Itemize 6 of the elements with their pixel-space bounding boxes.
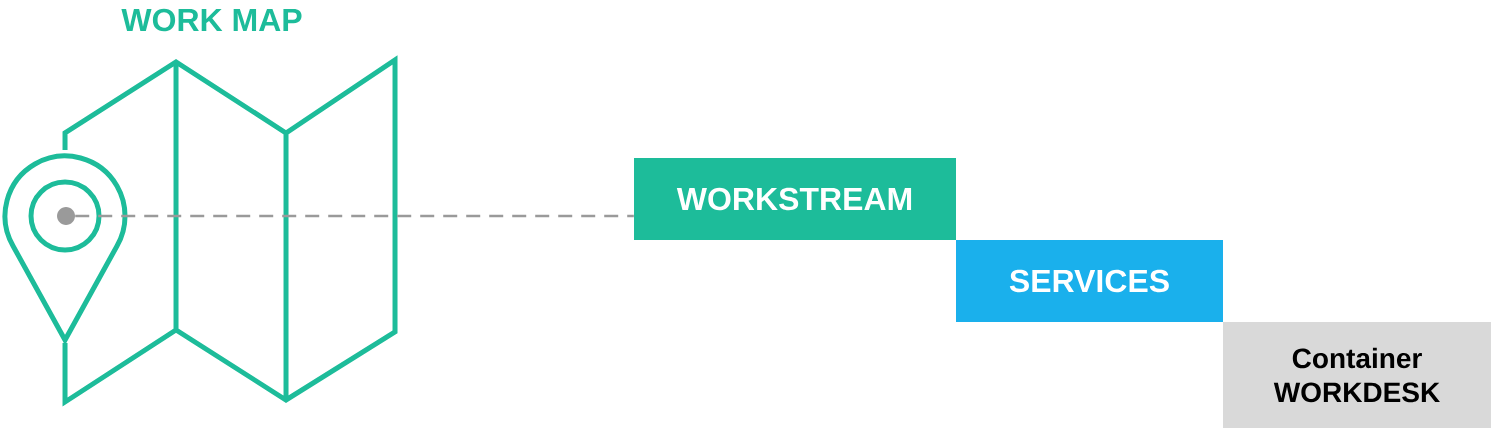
process-box: Container WORKDESK (1223, 322, 1491, 428)
pin-dot (57, 207, 76, 225)
title: WORK MAP (121, 8, 302, 32)
process-box: SERVICES (956, 240, 1223, 322)
process-box: WORKSTREAM (634, 158, 956, 240)
connector-line (75, 214, 634, 218)
